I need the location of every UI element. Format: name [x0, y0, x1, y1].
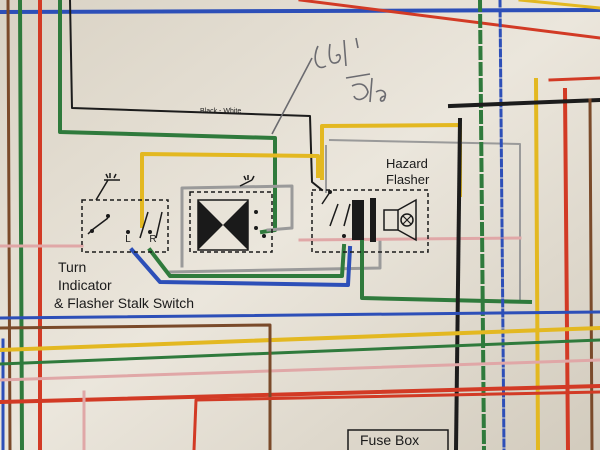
wire-green-left-vertical	[17, 0, 25, 450]
turn-indicator-label-2: Indicator	[58, 277, 112, 293]
wire-grey-right	[328, 138, 521, 301]
terminal-dot	[328, 190, 332, 194]
hazard-flasher-outline	[311, 189, 429, 253]
note-underline	[345, 73, 371, 79]
wire-yellow-top-right	[518, 0, 600, 10]
wire-grey-lower	[168, 238, 382, 274]
wire-red-lower	[0, 383, 600, 405]
ground-symbol-left	[95, 173, 120, 201]
hazard-bar-right	[370, 198, 376, 242]
wire-blue-dashed	[498, 0, 506, 450]
hazard-flasher-label-2: Flasher	[386, 172, 430, 187]
terminal-dot	[126, 230, 130, 234]
hazard-bar-left	[352, 200, 364, 240]
terminal-dot	[90, 229, 94, 233]
wire-green-lower	[0, 338, 600, 366]
lamp-cross	[402, 215, 412, 225]
wire-brown-left-vertical	[6, 0, 12, 450]
terminal-dot	[254, 210, 258, 214]
wire-yellow-lower	[0, 325, 600, 353]
terminal-dot	[262, 234, 266, 238]
turn-indicator-label-1: Turn	[58, 259, 86, 275]
terminal-dot	[148, 230, 152, 234]
fuse-box-label: Fuse Box	[360, 432, 419, 448]
wire-pink-lower	[0, 358, 600, 382]
ground-symbol-middle	[239, 175, 255, 187]
hazard-contacts	[321, 191, 351, 227]
note-leader-line	[271, 57, 313, 135]
wire-red-right-top	[548, 76, 600, 82]
hazard-flasher	[311, 189, 429, 253]
hazard-lamp	[397, 198, 417, 242]
wire-blue-stalk	[129, 245, 353, 287]
fuse-box-outline	[347, 429, 449, 450]
wire-red-right-vertical	[562, 87, 571, 450]
wire-black-right-top	[447, 97, 600, 109]
wire-green-hazard-down	[360, 238, 533, 305]
wire-blue-lower	[0, 310, 600, 320]
handwritten-note	[271, 37, 387, 135]
terminal-dot	[254, 226, 258, 230]
lamp-bulb-icon	[400, 213, 414, 227]
stalk-terminal-r: R	[149, 234, 156, 245]
lamp-housing	[383, 209, 399, 231]
terminal-dot	[342, 234, 346, 238]
flasher-unit-outline	[189, 191, 273, 253]
terminal-dot	[106, 214, 110, 218]
wire-yellow-switch	[140, 152, 320, 228]
wire-blue-top	[0, 7, 600, 15]
hazard-flasher-label-1: Hazard	[386, 156, 428, 171]
bowtie-symbol	[198, 200, 248, 250]
stalk-terminal-l: L	[125, 234, 131, 245]
wire-red-bottom	[192, 390, 600, 450]
stalk-switch: L R	[81, 173, 169, 253]
turn-indicator-label-3: & Flasher Stalk Switch	[54, 295, 194, 311]
switch-contact-right	[139, 211, 163, 239]
wire-pink-right	[298, 236, 522, 242]
note-scribble-top	[314, 37, 359, 69]
wire-green-dashed	[477, 0, 487, 450]
wire-green-stalk	[147, 243, 347, 278]
wire-brown-lower	[0, 323, 272, 450]
wire-red-top-diagonal	[298, 0, 600, 40]
wire-black-white	[68, 0, 324, 192]
flasher-unit	[189, 175, 273, 253]
wire-grey-middle	[180, 184, 294, 268]
note-scribble-bottom	[351, 77, 387, 103]
wire-label-black-white: Black - White	[200, 108, 241, 115]
wire-brown-right-vertical	[588, 98, 594, 450]
stalk-switch-outline	[81, 199, 169, 253]
